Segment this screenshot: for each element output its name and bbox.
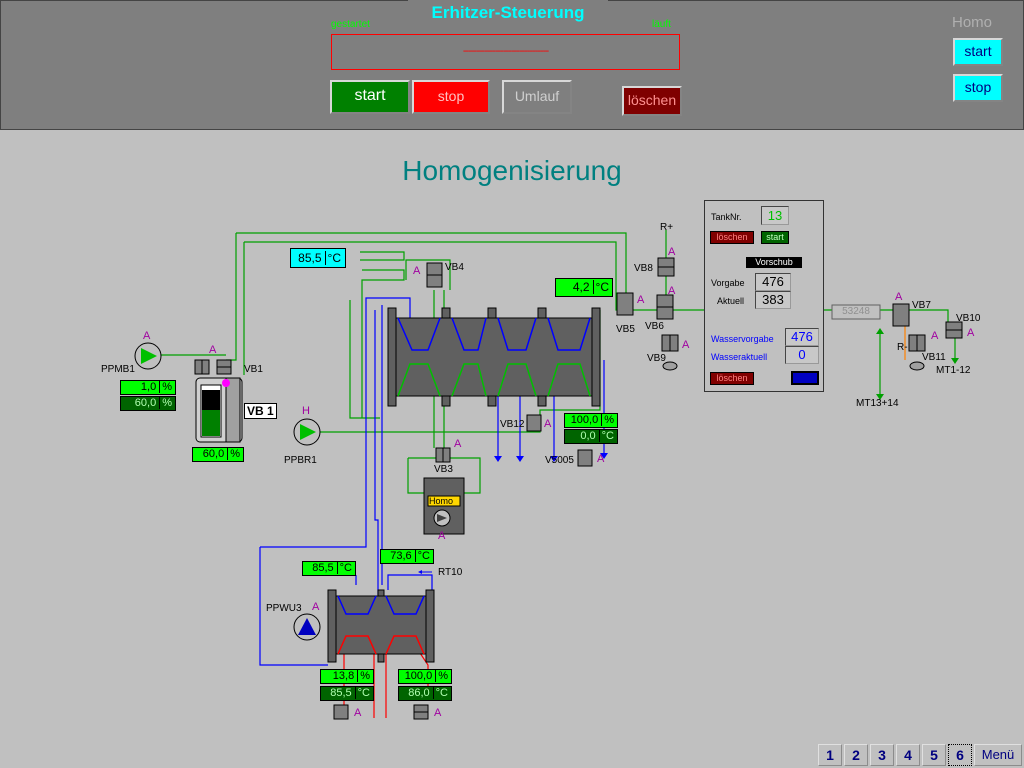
vb1-tank	[195, 377, 243, 443]
loeschen-button[interactable]: löschen	[622, 86, 682, 116]
wasseraktuell-value: 0	[785, 346, 819, 364]
vorgabe-label: Vorgabe	[711, 278, 745, 288]
heat-exchanger-small	[327, 589, 435, 663]
aktuell-value: 383	[755, 291, 791, 309]
v5005-mode: A	[597, 453, 605, 465]
message-box: --------------------------------	[331, 34, 680, 70]
vb1-box-label: VB 1	[244, 403, 277, 419]
homo-unit-mode: A	[438, 530, 446, 542]
vb5-label: VB5	[616, 324, 635, 335]
nav-menu-button[interactable]: Menü	[974, 744, 1022, 766]
nav-page-3[interactable]: 3	[870, 744, 894, 766]
r-minus-label: R-	[897, 342, 908, 353]
vb7-mode: A	[895, 291, 903, 303]
right-temp-value: 86,0°C	[398, 686, 452, 701]
ppmb1-value-2: 60,0%	[120, 396, 176, 411]
v5005-percent-value: 100,0%	[564, 413, 618, 428]
tank-loeschen-button[interactable]: löschen	[710, 231, 754, 244]
tank-nr-value[interactable]: 13	[761, 206, 789, 225]
vorgabe-value[interactable]: 476	[755, 273, 791, 291]
ppwu3-percent-value: 13,8%	[320, 669, 374, 684]
wasser-loeschen-button[interactable]: löschen	[710, 372, 754, 385]
temp-vb5-value: 4,2°C	[555, 278, 613, 297]
valve-br-mode: A	[434, 707, 442, 719]
ppwu3-mode: A	[312, 601, 320, 613]
ppbr1-mode: H	[302, 405, 310, 417]
start-button[interactable]: start	[330, 80, 410, 114]
mt13-14-label: MT13+14	[856, 398, 899, 409]
ppbr1-label: PPBR1	[284, 455, 317, 466]
vb11-mode: A	[931, 330, 939, 342]
vb11-label: VB11	[922, 352, 946, 363]
r-plus-label: R+	[660, 222, 674, 233]
rt10-label: RT10	[438, 567, 463, 578]
v5005-temp-value: 0,0°C	[564, 429, 618, 444]
vb6-label: VB6	[645, 321, 664, 332]
vb4-label: VB4	[445, 262, 464, 273]
vb7-label: VB7	[912, 300, 931, 311]
tank-panel: TankNr. 13 löschen start Vorschub Vorgab…	[704, 200, 824, 392]
vb1-mode: A	[209, 344, 217, 356]
v5005-label: V5005	[545, 455, 574, 466]
stop-button[interactable]: stop	[412, 80, 490, 114]
ppmb1-label: PPMB1	[101, 364, 135, 375]
homo-unit-label: Homo	[429, 496, 454, 506]
wasseraktuell-label: Wasseraktuell	[711, 352, 768, 362]
vb12-label: VB12	[500, 419, 525, 430]
nav-page-2[interactable]: 2	[844, 744, 868, 766]
vb8-label: VB8	[634, 263, 653, 274]
homo-start-button[interactable]: start	[953, 38, 1003, 66]
aktuell-label: Aktuell	[717, 296, 745, 306]
temp-bottom-left-value: 85,5°C	[302, 561, 356, 576]
status-started-label: gestartet	[331, 19, 370, 30]
tank-nr-label: TankNr.	[711, 212, 742, 222]
vb3-label: VB3	[434, 464, 453, 475]
vb1-label: VB1	[244, 364, 263, 375]
valve-bl-mode: A	[354, 707, 362, 719]
valves	[194, 257, 963, 720]
heat-exchanger-main	[387, 307, 601, 407]
homogenizer-unit	[423, 477, 465, 535]
ppmb1-mode: A	[143, 330, 151, 342]
vb3-mode: A	[454, 438, 462, 450]
ppwu3-label: PPWU3	[266, 603, 302, 614]
vb10-label: VB10	[956, 313, 981, 324]
homo-label: Homo	[952, 14, 993, 31]
ppwu3-temp-value: 85,5°C	[320, 686, 374, 701]
vb9-label: VB9	[647, 353, 666, 364]
vb10-mode: A	[967, 327, 975, 339]
homo-stop-button[interactable]: stop	[953, 74, 1003, 102]
wasservorgabe-label: Wasservorgabe	[711, 334, 774, 344]
vorschub-button[interactable]: Vorschub	[745, 256, 803, 269]
flow-display-value: 53248	[842, 306, 870, 317]
temp-rt10-value: 73,6°C	[380, 549, 434, 564]
page-title: Homogenisierung	[402, 155, 622, 186]
status-running-label: läuft	[652, 19, 671, 30]
vb9-mode: A	[682, 339, 690, 351]
vb5-mode: A	[637, 294, 645, 306]
control-title: Erhitzer-Steuerung	[408, 0, 608, 28]
wasservorgabe-value[interactable]: 476	[785, 328, 819, 346]
message-text: --------------------------------	[462, 45, 549, 57]
nav-page-5[interactable]: 5	[922, 744, 946, 766]
mt1-12-label: MT1-12	[936, 365, 971, 376]
ppmb1-value-1: 1,0%	[120, 380, 176, 395]
tank-start-button[interactable]: start	[761, 231, 789, 244]
vb4-mode: A	[413, 265, 421, 277]
vb1-level-value: 60,0%	[192, 447, 244, 462]
umlauf-button[interactable]: Umlauf	[502, 80, 572, 114]
blue-pipes	[259, 297, 605, 666]
vb6-mode: A	[668, 285, 676, 297]
wasser-start-button[interactable]	[791, 371, 819, 385]
pumps	[134, 342, 321, 641]
temp-vb4-value: 85,5°C	[290, 248, 346, 268]
vb8-mode: A	[668, 246, 676, 258]
right-percent-value: 100,0%	[398, 669, 452, 684]
nav-page-6[interactable]: 6	[948, 744, 972, 766]
vb12-mode: A	[544, 418, 552, 430]
nav-page-1[interactable]: 1	[818, 744, 842, 766]
nav-page-4[interactable]: 4	[896, 744, 920, 766]
